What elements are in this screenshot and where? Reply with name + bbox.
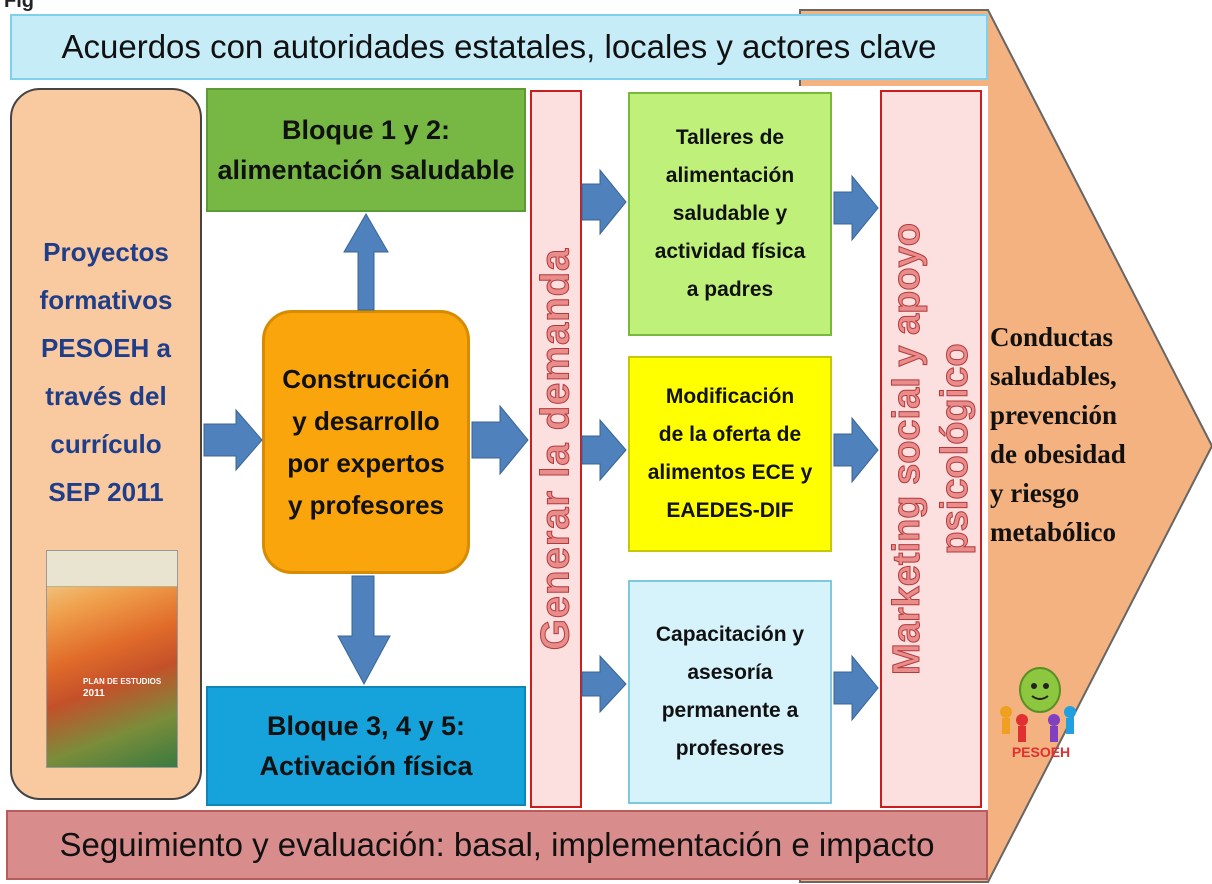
construccion-line: y desarrollo [292, 406, 440, 436]
bloque345-line: Activación física [259, 751, 473, 781]
generar-demanda-text: Generar la demanda [533, 247, 578, 651]
top-banner: Acuerdos con autoridades estatales, loca… [10, 14, 988, 80]
talleres-line: actividad física [654, 240, 806, 263]
modificacion-line: Modificación [665, 385, 795, 408]
construccion-line: por expertos [287, 448, 445, 478]
marketing-social-bar: Marketing social y apoyo psicológico [880, 90, 982, 808]
capacitacion-line: profesores [675, 737, 785, 760]
talleres-box: Talleres de alimentación saludable y act… [628, 92, 832, 336]
bloque12-line: Bloque 1 y 2: [281, 115, 451, 145]
left-line: Proyectos [43, 237, 169, 267]
bloque-3-4-5-box: Bloque 3, 4 y 5: Activación física [206, 686, 526, 806]
construccion-box: Construcción y desarrollo por expertos y… [262, 310, 470, 574]
marketing-line: Marketing social y apoyo [886, 223, 929, 676]
pesoeh-logo-icon [1000, 667, 1076, 742]
outcome-line: de obesidad [990, 439, 1126, 469]
talleres-line: alimentación [665, 164, 795, 187]
left-line: PESOEH a [40, 333, 172, 363]
left-line: formativos [39, 285, 173, 315]
outcome-line: saludables, [990, 361, 1117, 391]
capacitacion-box: Capacitación y asesoría permanente a pro… [628, 580, 832, 804]
generar-demanda-bar: Generar la demanda [530, 90, 582, 808]
modificacion-line: EAEDES-DIF [666, 499, 794, 522]
outcome-text: Conductas saludables, prevención de obes… [990, 318, 1190, 552]
modificacion-line: de la oferta de [658, 423, 802, 446]
left-line: través del [45, 381, 167, 411]
talleres-line: Talleres de [675, 126, 785, 149]
talleres-line: a padres [686, 278, 774, 301]
construccion-line: y profesores [287, 490, 445, 520]
bottom-banner: Seguimiento y evaluación: basal, impleme… [6, 810, 988, 880]
capacitacion-line: permanente a [661, 699, 799, 722]
modificacion-box: Modificación de la oferta de alimentos E… [628, 356, 832, 552]
book-header-strip [47, 551, 177, 587]
pesoeh-logo-label: PESOEH [1011, 744, 1071, 760]
construccion-line: Construcción [282, 364, 450, 394]
bloque12-line: alimentación saludable [217, 155, 515, 185]
capacitacion-line: asesoría [687, 661, 773, 684]
left-panel-text: Proyectos formativos PESOEH a través del… [14, 228, 198, 516]
book-title: PLAN DE ESTUDIOS [83, 677, 162, 686]
left-line: SEP 2011 [48, 477, 164, 507]
modificacion-line: alimentos ECE y [647, 461, 813, 484]
curriculum-book-image: PLAN DE ESTUDIOS 2011 [46, 550, 178, 768]
outcome-line: y riesgo [990, 478, 1080, 508]
bloque345-line: Bloque 3, 4 y 5: [266, 711, 466, 741]
marketing-social-text: Marketing social y apoyo psicológico [883, 223, 979, 676]
capacitacion-line: Capacitación y [655, 623, 805, 646]
top-banner-text: Acuerdos con autoridades estatales, loca… [61, 28, 937, 65]
bloque-1-2-box: Bloque 1 y 2: alimentación saludable [206, 88, 526, 212]
left-line: currículo [50, 429, 162, 459]
bottom-banner-text: Seguimiento y evaluación: basal, impleme… [59, 826, 935, 863]
outcome-line: prevención [990, 400, 1117, 430]
figure-label: Fig [4, 0, 34, 12]
outcome-line: Conductas [990, 322, 1114, 352]
book-year: 2011 [83, 688, 105, 699]
outcome-line: metabólico [990, 517, 1116, 547]
marketing-line: psicológico [934, 343, 977, 555]
talleres-line: saludable y [672, 202, 788, 225]
